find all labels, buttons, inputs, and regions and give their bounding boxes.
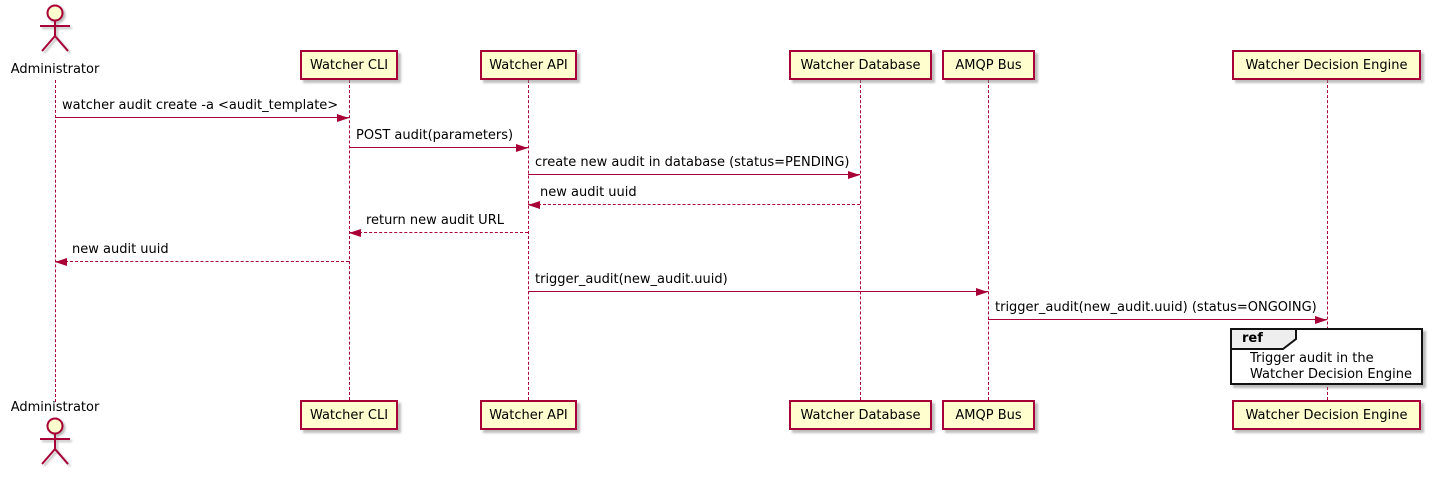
- participant-watcher-api-top: Watcher API: [480, 50, 577, 80]
- message-line: [988, 319, 1327, 320]
- lifeline-amqp-bus: [988, 80, 989, 400]
- ref-fragment: ref Trigger audit in the Watcher Decisio…: [1230, 328, 1423, 385]
- message-label: trigger_audit(new_audit.uuid) (status=ON…: [995, 300, 1317, 315]
- lifeline-administrator: [55, 80, 56, 402]
- message-audit-create: watcher audit create -a <audit_template>: [55, 98, 349, 122]
- lifeline-watcher-decision-engine: [1327, 80, 1328, 400]
- participant-amqp-bus-bottom: AMQP Bus: [942, 400, 1035, 430]
- message-label: new audit uuid: [540, 185, 637, 200]
- ref-text-line-1: Trigger audit in the: [1250, 351, 1374, 366]
- arrowhead-right-icon: [337, 114, 349, 122]
- participant-watcher-decision-engine-top: Watcher Decision Engine: [1232, 50, 1421, 80]
- message-line: [528, 174, 860, 175]
- message-post-audit: POST audit(parameters): [349, 128, 528, 152]
- message-label: trigger_audit(new_audit.uuid): [535, 272, 728, 287]
- message-line: [349, 147, 528, 148]
- message-line: [349, 232, 528, 233]
- lifeline-watcher-cli: [349, 80, 350, 400]
- ref-tab-label: ref: [1242, 331, 1263, 346]
- participant-watcher-database-top: Watcher Database: [789, 50, 932, 80]
- participant-watcher-api-bottom: Watcher API: [480, 400, 577, 430]
- message-line: [55, 117, 349, 118]
- administrator-actor-icon: [40, 4, 70, 52]
- lifeline-watcher-database: [860, 80, 861, 400]
- message-return-audit-url: return new audit URL: [349, 213, 528, 237]
- message-new-audit-uuid-to-admin: new audit uuid: [55, 242, 349, 266]
- participant-watcher-database-bottom: Watcher Database: [789, 400, 932, 430]
- ref-tab-shape: [1230, 328, 1297, 350]
- message-create-audit-db: create new audit in database (status=PEN…: [528, 155, 860, 179]
- message-label: create new audit in database (status=PEN…: [535, 155, 850, 170]
- message-label: return new audit URL: [366, 213, 504, 228]
- message-line: [55, 261, 349, 262]
- lifeline-watcher-api: [528, 80, 529, 400]
- message-new-audit-uuid-return: new audit uuid: [528, 185, 860, 209]
- administrator-label-top: Administrator: [10, 62, 100, 77]
- arrowhead-left-icon: [528, 201, 540, 209]
- participant-amqp-bus-top: AMQP Bus: [942, 50, 1035, 80]
- arrowhead-right-icon: [516, 144, 528, 152]
- message-label: watcher audit create -a <audit_template>: [62, 98, 339, 113]
- message-trigger-audit-ongoing: trigger_audit(new_audit.uuid) (status=ON…: [988, 300, 1327, 324]
- participant-watcher-decision-engine-bottom: Watcher Decision Engine: [1232, 400, 1421, 430]
- administrator-actor-icon-bottom: [40, 417, 70, 465]
- arrowhead-right-icon: [1315, 316, 1327, 324]
- ref-text-line-2: Watcher Decision Engine: [1250, 367, 1412, 382]
- message-trigger-audit: trigger_audit(new_audit.uuid): [528, 272, 988, 296]
- message-label: new audit uuid: [72, 242, 169, 257]
- message-label: POST audit(parameters): [356, 128, 514, 143]
- administrator-label-bottom: Administrator: [10, 400, 100, 415]
- participant-watcher-cli-top: Watcher CLI: [300, 50, 398, 80]
- arrowhead-left-icon: [55, 258, 67, 266]
- arrowhead-right-icon: [976, 288, 988, 296]
- participant-watcher-cli-bottom: Watcher CLI: [300, 400, 398, 430]
- message-line: [528, 291, 988, 292]
- arrowhead-left-icon: [349, 229, 361, 237]
- arrowhead-right-icon: [848, 171, 860, 179]
- message-line: [528, 204, 860, 205]
